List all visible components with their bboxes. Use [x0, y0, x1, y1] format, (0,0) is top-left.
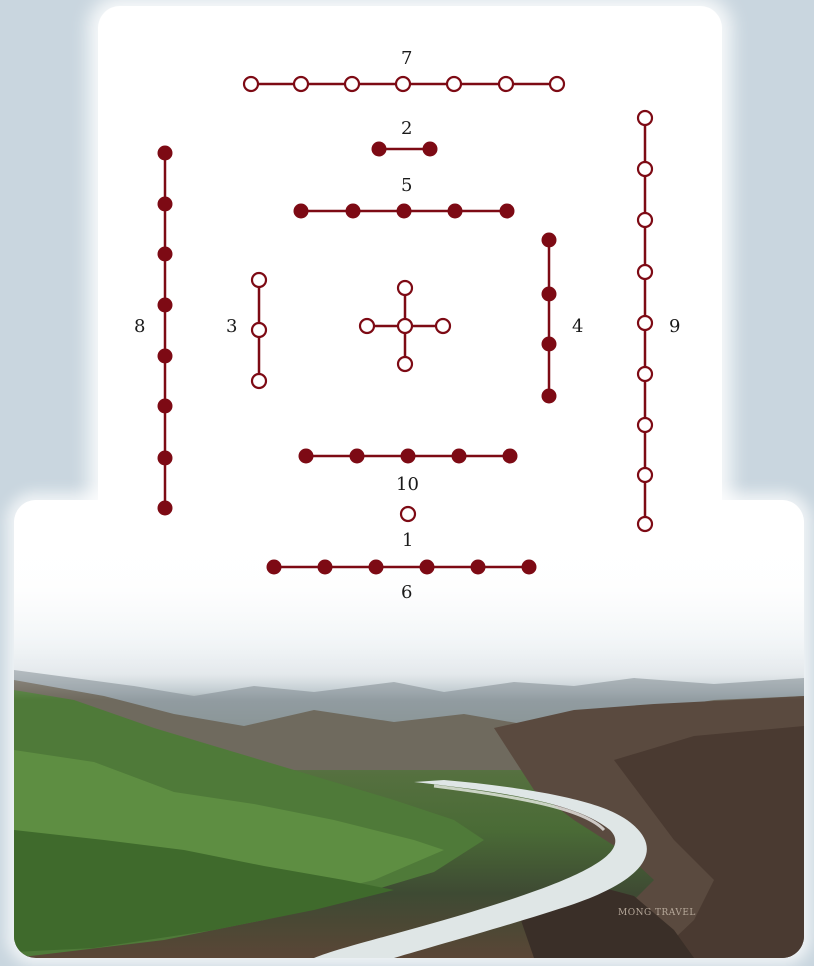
group-3 [252, 273, 266, 388]
solid-dot [369, 560, 384, 575]
solid-dot [542, 287, 557, 302]
solid-dot [503, 449, 518, 464]
group-1 [401, 507, 415, 521]
solid-dot [267, 560, 282, 575]
label-3: 3 [226, 316, 237, 337]
hollow-dot [398, 357, 412, 371]
hollow-dot [499, 77, 513, 91]
solid-dot [158, 146, 173, 161]
label-8: 8 [134, 316, 145, 337]
hollow-dot [360, 319, 374, 333]
group-6 [267, 560, 537, 575]
label-9: 9 [669, 316, 680, 337]
solid-dot [158, 451, 173, 466]
solid-dot [542, 337, 557, 352]
hollow-dot [436, 319, 450, 333]
hollow-dot [638, 316, 652, 330]
solid-dot [372, 142, 387, 157]
center-cross [360, 281, 450, 371]
hollow-dot [550, 77, 564, 91]
hollow-dot [638, 111, 652, 125]
solid-dot [158, 501, 173, 516]
label-1: 1 [402, 530, 413, 551]
solid-dot [299, 449, 314, 464]
hollow-dot [398, 281, 412, 295]
hollow-dot [638, 213, 652, 227]
hollow-dot [638, 265, 652, 279]
hollow-dot [638, 517, 652, 531]
group-7 [244, 77, 564, 91]
label-5: 5 [401, 175, 412, 196]
solid-dot [158, 399, 173, 414]
hollow-dot [252, 374, 266, 388]
group-2 [372, 142, 438, 157]
solid-dot [158, 197, 173, 212]
solid-dot [448, 204, 463, 219]
group-8 [158, 146, 173, 516]
solid-dot [500, 204, 515, 219]
solid-dot [158, 247, 173, 262]
solid-dot [294, 204, 309, 219]
group-4 [542, 233, 557, 404]
solid-dot [452, 449, 467, 464]
hollow-dot [638, 367, 652, 381]
hollow-dot [252, 273, 266, 287]
group-10 [299, 449, 518, 464]
hollow-dot [398, 319, 412, 333]
solid-dot [471, 560, 486, 575]
hollow-dot [345, 77, 359, 91]
hollow-dot [447, 77, 461, 91]
solid-dot [397, 204, 412, 219]
solid-dot [346, 204, 361, 219]
photo-watermark: MONG TRAVEL [618, 908, 696, 918]
solid-dot [542, 233, 557, 248]
solid-dot [350, 449, 365, 464]
label-4: 4 [572, 316, 583, 337]
hollow-dot [638, 162, 652, 176]
solid-dot [318, 560, 333, 575]
solid-dot [542, 389, 557, 404]
solid-dot [423, 142, 438, 157]
solid-dot [401, 449, 416, 464]
hollow-dot [396, 77, 410, 91]
solid-dot [158, 298, 173, 313]
solid-dot [522, 560, 537, 575]
group-5 [294, 204, 515, 219]
label-6: 6 [401, 582, 412, 603]
hollow-dot [294, 77, 308, 91]
solid-dot [420, 560, 435, 575]
label-2: 2 [401, 118, 412, 139]
hollow-dot [252, 323, 266, 337]
group-9 [638, 111, 652, 531]
label-7: 7 [401, 48, 412, 69]
solid-dot [158, 349, 173, 364]
hollow-dot [638, 468, 652, 482]
hollow-dot [638, 418, 652, 432]
label-10: 10 [396, 474, 419, 495]
hollow-dot [244, 77, 258, 91]
